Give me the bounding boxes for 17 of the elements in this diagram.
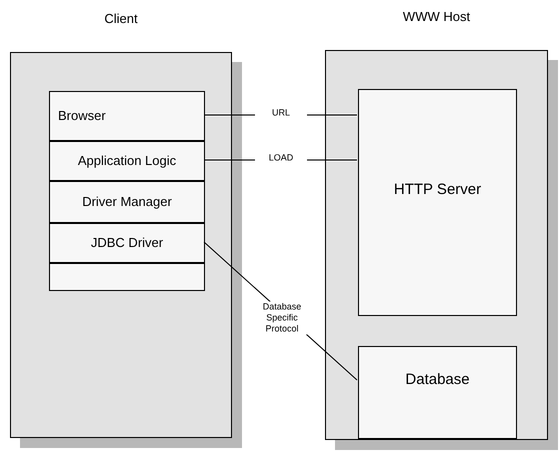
layer-box [49, 181, 205, 223]
layer-label: Driver Manager [82, 193, 172, 212]
layer-label: HTTP Server [394, 180, 482, 200]
layer-box [49, 141, 205, 181]
layer-box [49, 91, 205, 141]
panel-heading: Client [103, 10, 139, 28]
empty-box [49, 263, 205, 291]
layer-label: Browser [58, 107, 106, 126]
panel-heading: WWW Host [402, 8, 472, 26]
layer-box [49, 223, 205, 263]
layer-label: JDBC Driver [90, 234, 164, 252]
layer-label: Application Logic [78, 152, 176, 170]
layer-label: Database [405, 370, 470, 390]
edge-label: LOAD [255, 152, 307, 164]
server-box [358, 89, 517, 316]
database-box [358, 346, 517, 439]
edge-label: URL [255, 108, 307, 118]
